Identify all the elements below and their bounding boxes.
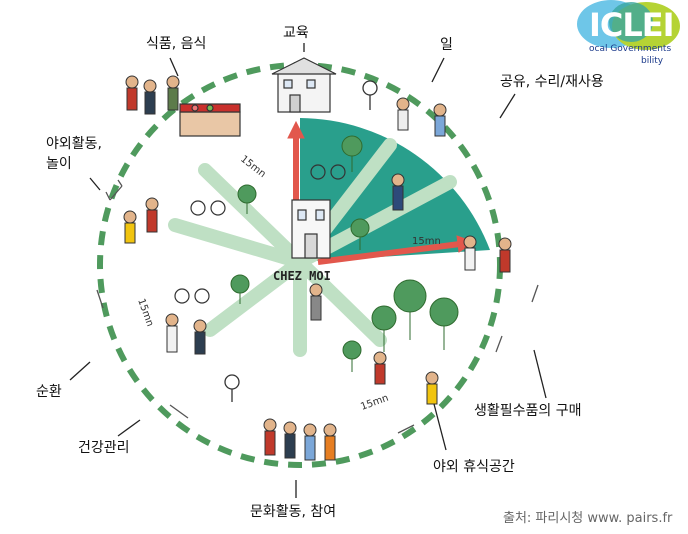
label-outdoor-play: 야외활동, (46, 136, 102, 152)
logo-wordmark: ICLEI (589, 6, 675, 44)
market-stall (179, 103, 241, 137)
metro-sign (362, 80, 378, 110)
home-building (291, 199, 331, 259)
source-credit: 출처: 파리시청 www. pairs.fr (503, 511, 673, 526)
home-label: CHEZ MOI (273, 269, 331, 283)
label-work: 일 (440, 37, 453, 53)
callout-lines (69, 43, 547, 498)
label-health: 건강관리 (78, 440, 130, 456)
people-figures (123, 75, 512, 461)
time-label: 15mn (238, 154, 267, 180)
iclei-logo: ICLEI ocal Governments bility (571, 0, 688, 72)
metro-sign-left (224, 374, 240, 402)
label-circulation: 순환 (36, 384, 62, 400)
ring-arrows (96, 179, 539, 434)
label-daily-shopping: 생활필수품의 구매 (474, 403, 582, 419)
logo-shapes (577, 0, 680, 50)
school-building (271, 57, 337, 113)
label-culture: 문화활동, 참여 (250, 504, 337, 520)
label-share-repair-reuse: 공유, 수리/재사용 (500, 74, 604, 90)
time-label: 15mn (359, 393, 390, 413)
time-label: 15mn (135, 297, 155, 328)
label-food: 식품, 음식 (146, 36, 207, 52)
bicycles (174, 164, 346, 304)
logo-subtitle-2: bility (641, 56, 664, 66)
trees (230, 135, 459, 372)
label-outdoor-play-2: 놀이 (46, 156, 72, 172)
logo-subtitle: ocal Governments (589, 44, 672, 54)
time-label: 15mn (412, 236, 441, 247)
label-education: 교육 (283, 25, 309, 41)
label-outdoor-rest: 야외 휴식공간 (433, 459, 515, 475)
